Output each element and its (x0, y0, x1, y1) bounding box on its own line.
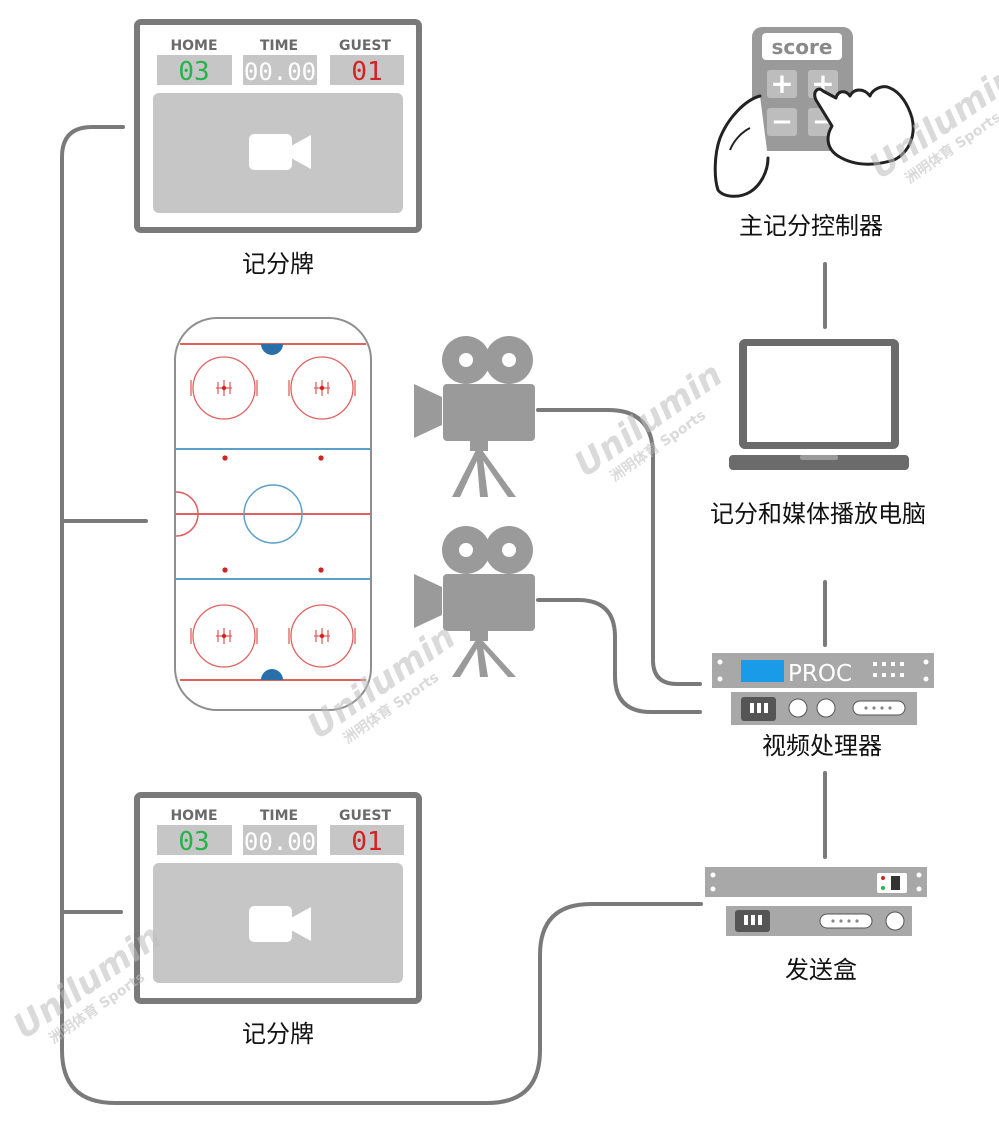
faceoff-dots (221, 385, 325, 639)
home-label: HOME (170, 38, 217, 54)
video-input-port-2 (816, 698, 836, 718)
sending-box (705, 867, 927, 936)
scoreboard-bottom: HOME TIME GUEST 03 00.00 01 (134, 792, 422, 1004)
controller-display (762, 33, 842, 60)
time-label: TIME (260, 38, 298, 54)
time-box (243, 55, 317, 85)
processor-brand: PROC (788, 661, 852, 687)
scoreboard-top: HOME TIME GUEST 03 00.00 01 (134, 19, 422, 233)
processor-caption: 视频处理器 (762, 732, 882, 760)
connection-lines (60, 125, 827, 1105)
status-led-red (881, 876, 885, 880)
sender-caption: 发送盒 (785, 956, 857, 984)
rack-screws (717, 659, 929, 682)
camera1-cable (536, 408, 702, 686)
left-bus-line (60, 125, 703, 1105)
plus-key-left (767, 70, 797, 98)
right-hand-icon (813, 85, 915, 166)
guest-score-box (330, 825, 404, 855)
guest-label: GUEST (339, 38, 392, 54)
camera2-cable (536, 598, 702, 714)
sender-output-port (885, 911, 905, 931)
referee-crease (175, 491, 199, 537)
faceoff-circles (192, 356, 354, 668)
sender-serial-port (819, 913, 873, 929)
minus-key-left (767, 108, 797, 136)
processor-indicator-dots (873, 662, 904, 677)
video-processor: PROC (712, 653, 934, 725)
laptop-trackpad-notch (800, 455, 838, 460)
video-camera-2 (414, 526, 535, 677)
ice-rink (174, 317, 372, 711)
guest-score: 01 (351, 57, 382, 87)
video-camera-1 (414, 336, 535, 497)
controller-display-text: score (772, 35, 833, 59)
time-label: TIME (260, 808, 298, 824)
status-led-green (881, 886, 885, 890)
laptop-computer (729, 339, 909, 470)
laptop-base (729, 455, 909, 470)
serial-port (852, 700, 906, 716)
score-controller: score + + − − (713, 27, 915, 198)
guest-label: GUEST (339, 808, 392, 824)
time-box (243, 825, 317, 855)
goal-crease-top (261, 344, 283, 355)
plus-key-left-label: + (770, 67, 793, 100)
video-input-port-1 (788, 698, 808, 718)
home-score: 03 (178, 827, 209, 857)
home-label: HOME (170, 808, 217, 824)
laptop-caption: 记分和媒体播放电脑 (710, 500, 926, 528)
video-camera-icon (249, 134, 311, 170)
guest-score: 01 (351, 827, 382, 857)
laptop-screen (747, 346, 891, 442)
center-circle (243, 484, 303, 544)
home-score: 03 (178, 57, 209, 87)
minus-key-left-label: − (771, 107, 793, 137)
home-score-box (157, 55, 232, 85)
neutral-zone-dots (222, 455, 324, 573)
sender-port-slot (891, 876, 900, 890)
video-camera-icon (249, 906, 311, 942)
scoreboard-top-caption: 记分牌 (242, 250, 314, 278)
controller-caption: 主记分控制器 (739, 212, 883, 240)
left-hand-icon (713, 94, 770, 198)
home-score-box (157, 825, 232, 855)
time-value: 00.00 (244, 58, 316, 86)
guest-score-box (330, 55, 404, 85)
time-value: 00.00 (244, 828, 316, 856)
scoreboard-bottom-caption: 记分牌 (242, 1020, 314, 1048)
goal-crease-bottom (261, 669, 283, 680)
processor-blue-display (741, 660, 784, 682)
